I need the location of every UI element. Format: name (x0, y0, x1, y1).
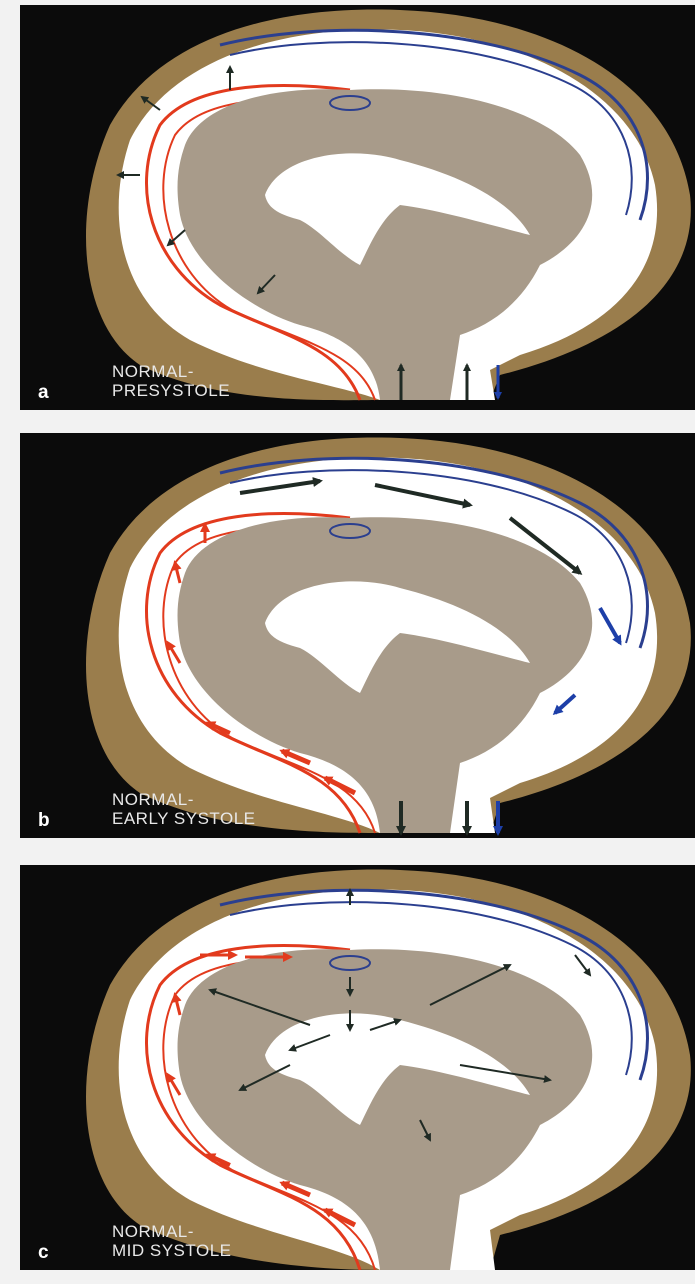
caption-line-2: PRESYSTOLE (112, 381, 230, 400)
caption-line-1: NORMAL- (112, 790, 256, 809)
panel-caption: NORMAL- PRESYSTOLE (112, 362, 230, 400)
panel-caption: NORMAL- MID SYSTOLE (112, 1222, 232, 1260)
caption-line-2: EARLY SYSTOLE (112, 809, 256, 828)
panel-b: b NORMAL- EARLY SYSTOLE (20, 433, 695, 838)
caption-line-2: MID SYSTOLE (112, 1241, 232, 1260)
panel-c: c NORMAL- MID SYSTOLE (20, 865, 695, 1270)
caption-line-1: NORMAL- (112, 362, 230, 381)
panel-a: a NORMAL- PRESYSTOLE (20, 5, 695, 410)
caption-line-1: NORMAL- (112, 1222, 232, 1241)
panel-letter: a (38, 383, 49, 402)
panel-letter: c (38, 1243, 49, 1262)
panel-a-diagram (20, 5, 695, 410)
panel-c-diagram (20, 865, 695, 1270)
panel-caption: NORMAL- EARLY SYSTOLE (112, 790, 256, 828)
panel-b-diagram (20, 433, 695, 838)
panel-letter: b (38, 811, 50, 830)
